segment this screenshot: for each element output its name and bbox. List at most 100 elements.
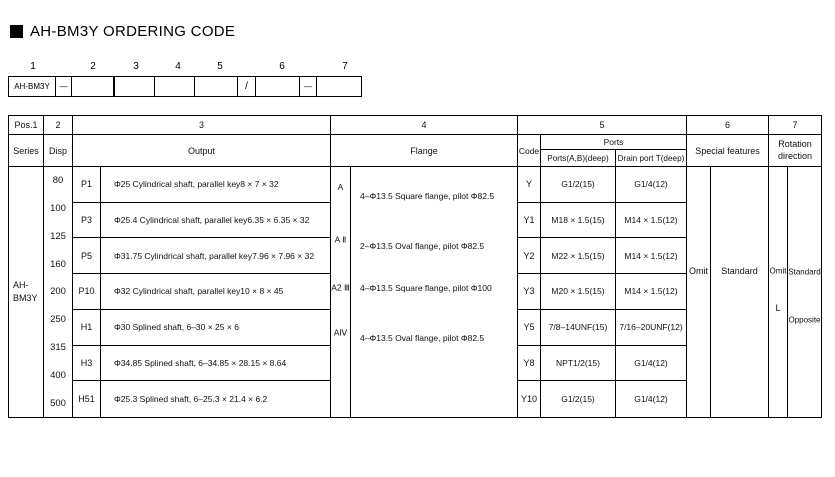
strip-position-2: 2 [90, 61, 96, 72]
special-features-code: Omit [689, 266, 708, 276]
disp-value: 315 [50, 341, 66, 353]
flange-codes: A A Ⅱ A2 Ⅲ AⅣ [331, 167, 351, 417]
disp-value: 125 [50, 230, 66, 242]
flange-code: AⅣ [333, 327, 348, 338]
ordering-code-box [316, 76, 362, 97]
strip-position-1: 1 [30, 61, 36, 72]
header-drain-port: Drain port T(deep) [616, 150, 687, 167]
ordering-code-box: — [299, 76, 317, 97]
rotation-code: Omit [769, 266, 787, 276]
ordering-code-box [255, 76, 300, 97]
output-code: P1 [73, 167, 101, 203]
rotation-codes: Omit L [769, 167, 788, 417]
output-code: P10 [73, 274, 101, 310]
output-code: H51 [73, 381, 101, 417]
drain-port-value: M14 × 1.5(12) [616, 238, 687, 275]
port-code: Y3 [518, 274, 541, 310]
disp-value: 200 [50, 286, 66, 298]
output-code: P3 [73, 202, 101, 239]
header-pos-4: 4 [331, 116, 518, 135]
header-pos-1: Pos.1 [9, 116, 44, 135]
flange-description: 2–Φ13.5 Oval flange, pilot Φ82.5 [360, 240, 485, 251]
page-title-row: AH-BM3Y ORDERING CODE [10, 23, 235, 40]
header-disp: Disp [44, 135, 73, 167]
output-description: Φ32 Cylindrical shaft, parallel key10 × … [101, 274, 331, 310]
header-rotation-direction: Rotation direction [769, 135, 821, 167]
strip-position-5: 5 [217, 61, 223, 72]
disp-value: 400 [50, 369, 66, 381]
disp-value: 80 [52, 175, 64, 187]
header-pos-3: 3 [73, 116, 331, 135]
port-code: Y8 [518, 345, 541, 382]
port-code: Y [518, 167, 541, 203]
strip-position-7: 7 [342, 61, 348, 72]
ports-ab-value: NPT1/2(15) [541, 345, 616, 382]
flange-descriptions: 4–Φ13.5 Square flange, pilot Φ82.5 2–Φ13… [351, 167, 518, 417]
port-code: Y2 [518, 238, 541, 275]
strip-position-3: 3 [133, 61, 139, 72]
drain-port-value: 7/16–20UNF(12) [616, 309, 687, 346]
rotation-label: Standard [788, 267, 821, 277]
drain-port-value: M14 × 1.5(12) [616, 274, 687, 310]
port-rows: Y G1/2(15) G1/4(12) Y1 M18 × 1.5(15) M14… [518, 167, 687, 417]
series-value: AH-BM3Y [13, 279, 38, 303]
header-ports-ab: Ports(A,B)(deep) [541, 150, 616, 167]
port-code: Y1 [518, 202, 541, 239]
ordering-code-box [194, 76, 238, 97]
header-pos-7: 7 [769, 116, 821, 135]
output-description: Φ31.75 Cylindrical shaft, parallel key7.… [101, 238, 331, 275]
disp-value: 500 [50, 397, 66, 409]
header-special-features: Special features [687, 135, 769, 167]
output-code: P5 [73, 238, 101, 275]
ports-ab-value: M22 × 1.5(15) [541, 238, 616, 275]
output-description: Φ34.85 Splined shaft, 6–34.85 × 28.15 × … [101, 345, 331, 382]
special-features-label: Standard [721, 266, 758, 276]
flange-code: A [337, 182, 344, 192]
ports-ab-value: G1/2(15) [541, 167, 616, 203]
drain-port-value: G1/4(12) [616, 345, 687, 382]
output-code: H3 [73, 345, 101, 382]
ordering-code-table: Pos.1 2 3 4 5 6 7 Series Disp Output Fla… [8, 115, 822, 418]
disp-value: 160 [50, 258, 66, 270]
disp-value: 100 [50, 203, 66, 215]
ordering-code-box [71, 76, 114, 97]
ordering-code-box: — [55, 76, 72, 97]
special-features-code-cell: Omit [687, 167, 711, 417]
flange-description: 4–Φ13.5 Square flange, pilot Φ100 [360, 283, 492, 294]
page-title: AH-BM3Y ORDERING CODE [30, 23, 236, 40]
port-code: Y10 [518, 381, 541, 417]
output-rows: P1 Φ25 Cylindrical shaft, parallel key8 … [73, 167, 331, 417]
rotation-labels: Standard Opposite [788, 167, 821, 417]
disp-value: 250 [50, 314, 66, 326]
ordering-code-box: AH-BM3Y [8, 76, 56, 97]
ordering-code-box [154, 76, 195, 97]
header-code: Code [518, 135, 541, 167]
header-series: Series [9, 135, 44, 167]
disp-cell: 80 100 125 160 200 250 315 400 500 [44, 167, 73, 417]
output-description: Φ25 Cylindrical shaft, parallel key8 × 7… [101, 167, 331, 203]
port-code: Y5 [518, 309, 541, 346]
header-pos-6: 6 [687, 116, 769, 135]
rotation-code: L [775, 303, 781, 314]
header-ports: Ports [541, 135, 687, 150]
output-code: H1 [73, 309, 101, 346]
section-marker-icon [10, 25, 23, 38]
drain-port-value: G1/4(12) [616, 381, 687, 417]
strip-position-4: 4 [175, 61, 181, 72]
output-description: Φ25.3 Splined shaft, 6–25.3 × 21.4 × 6.2 [101, 381, 331, 417]
ports-ab-value: 7/8–14UNF(15) [541, 309, 616, 346]
strip-position-6: 6 [279, 61, 285, 72]
series-cell: AH-BM3Y [9, 167, 44, 417]
ports-ab-value: M18 × 1.5(15) [541, 202, 616, 239]
rotation-label: Opposite [788, 315, 821, 324]
output-description: Φ25.4 Cylindrical shaft, parallel key6.3… [101, 202, 331, 239]
drain-port-value: M14 × 1.5(12) [616, 202, 687, 239]
flange-code: A2 Ⅲ [331, 282, 350, 293]
drain-port-value: G1/4(12) [616, 167, 687, 203]
ordering-strip-boxes: AH-BM3Y — / — [8, 76, 362, 97]
output-description: Φ30 Splined shaft, 6–30 × 25 × 6 [101, 309, 331, 346]
ports-ab-value: G1/2(15) [541, 381, 616, 417]
ports-ab-value: M20 × 1.5(15) [541, 274, 616, 310]
flange-description: 4–Φ13.5 Square flange, pilot Φ82.5 [360, 190, 495, 201]
